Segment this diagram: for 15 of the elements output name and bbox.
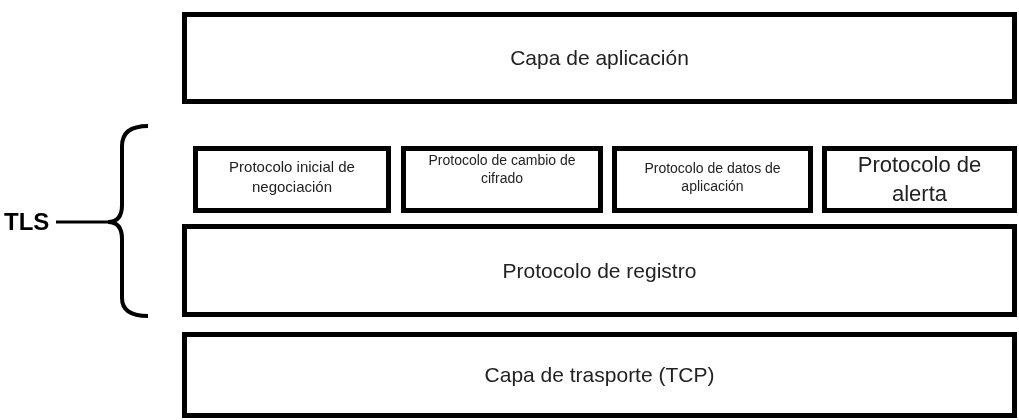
group-label: TLS bbox=[4, 208, 50, 236]
protocol-box bbox=[193, 146, 391, 213]
layer-label: Protocolo de registro bbox=[501, 257, 698, 284]
layer-label: Capa de trasporte (TCP) bbox=[483, 362, 716, 389]
layer-label: Protocolo de cambio de cifrado bbox=[427, 151, 577, 188]
layer-label: Capa de aplicación bbox=[509, 45, 690, 72]
protocol-box bbox=[182, 224, 1017, 317]
layer-box bbox=[182, 332, 1017, 418]
protocol-box bbox=[612, 146, 813, 213]
layer-label: Protocolo inicial de negociación bbox=[228, 157, 356, 196]
layer-label: Protocolo de alerta bbox=[856, 150, 983, 208]
protocol-box bbox=[822, 146, 1017, 213]
protocol-box bbox=[401, 146, 603, 213]
layer-label: Protocolo de datos de aplicación bbox=[643, 159, 782, 196]
layer-box bbox=[182, 12, 1017, 104]
